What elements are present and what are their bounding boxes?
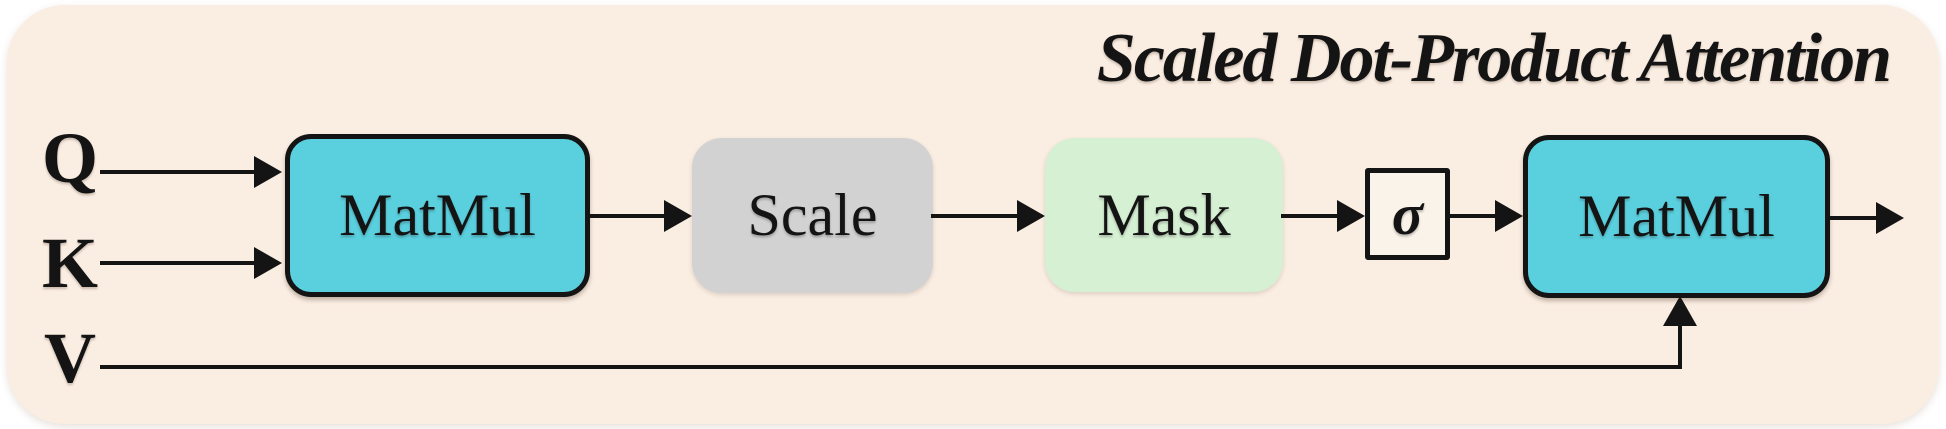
node-mask: Mask: [1045, 138, 1283, 292]
output-arrowhead-icon: [1876, 202, 1904, 234]
k-arrow-line: [100, 261, 256, 265]
node-mask-label: Mask: [1097, 181, 1231, 248]
v-connector-horizontal-line: [100, 365, 1682, 369]
q-arrow-line: [100, 170, 256, 174]
sigma-to-matmul2-line: [1448, 214, 1497, 218]
matmul1-to-scale-line: [588, 214, 666, 218]
node-matmul-1: MatMul: [285, 134, 590, 297]
node-sigma-label: σ: [1391, 181, 1424, 247]
mask-to-sigma-line: [1281, 214, 1339, 218]
diagram-title: Scaled Dot-Product Attention: [1096, 20, 1892, 97]
q-arrowhead-icon: [254, 156, 282, 188]
node-matmul-2: MatMul: [1523, 135, 1830, 298]
scale-to-mask-arrowhead-icon: [1017, 200, 1045, 232]
node-scale: Scale: [692, 138, 933, 293]
node-scale-label: Scale: [747, 182, 878, 248]
scale-to-mask-line: [931, 214, 1019, 218]
input-label-k: K: [41, 222, 98, 303]
mask-to-sigma-arrowhead-icon: [1337, 200, 1365, 232]
node-sigma: σ: [1365, 168, 1450, 260]
matmul1-to-scale-arrowhead-icon: [664, 200, 692, 232]
sigma-to-matmul2-arrowhead-icon: [1495, 200, 1523, 232]
node-matmul-1-label: MatMul: [339, 182, 536, 248]
k-arrowhead-icon: [254, 247, 282, 279]
node-matmul-2-label: MatMul: [1578, 183, 1775, 249]
input-label-v: V: [44, 317, 96, 398]
input-label-q: Q: [41, 117, 98, 198]
v-connector-vertical-line: [1678, 324, 1682, 367]
v-connector-arrowhead-up-icon: [1663, 296, 1697, 326]
output-arrow-line: [1828, 216, 1878, 220]
